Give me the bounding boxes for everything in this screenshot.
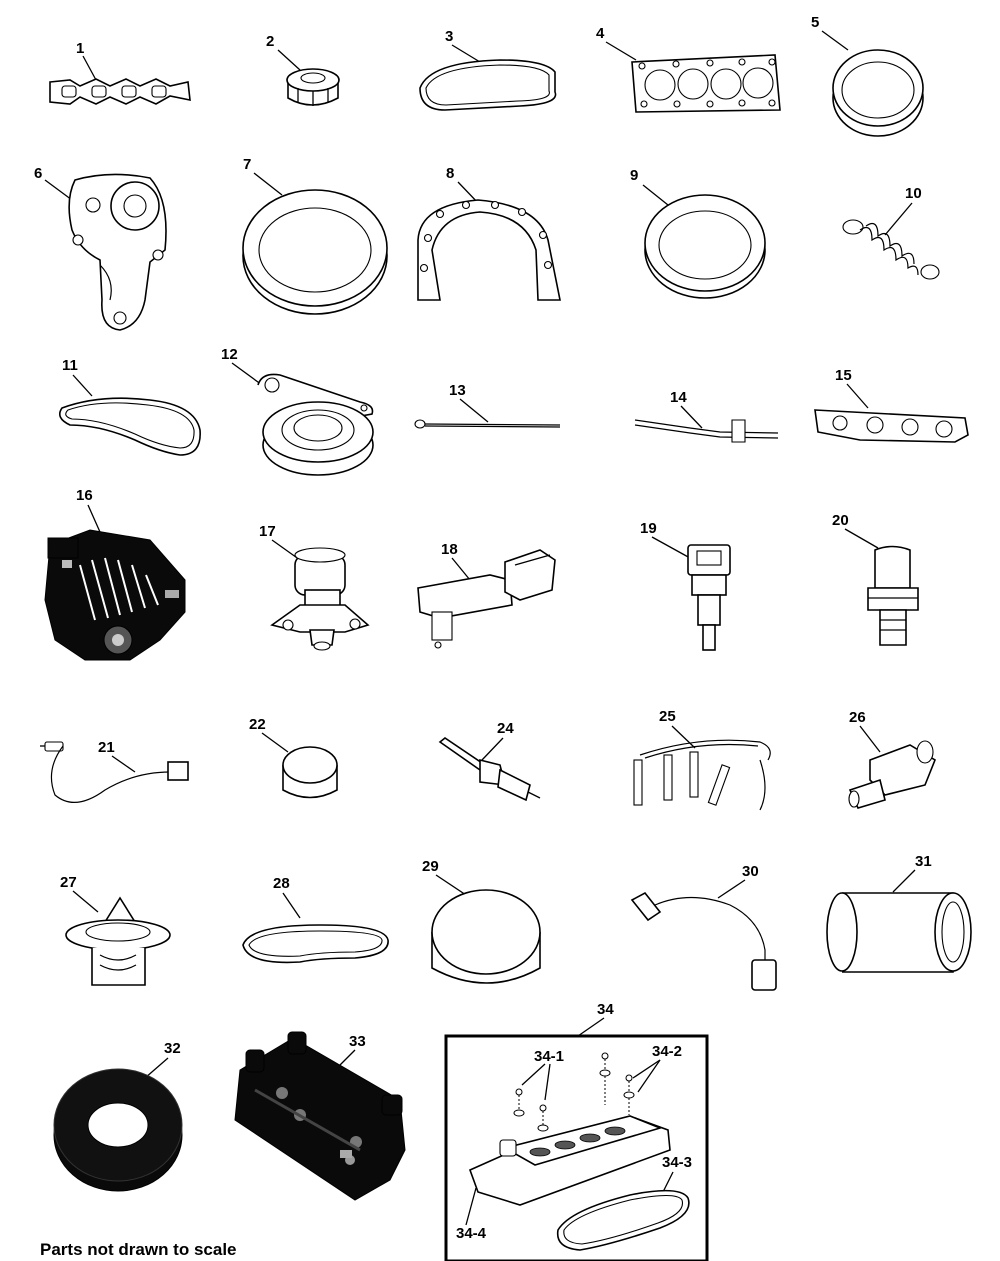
part-31-bushing-sleeve: 31 <box>826 853 972 973</box>
label-32: 32 <box>164 1040 181 1057</box>
part-30-sensor-lead: 30 <box>630 863 777 991</box>
label-25: 25 <box>659 708 676 725</box>
label-6: 6 <box>34 165 42 182</box>
label-27: 27 <box>60 874 77 891</box>
part-18-sensor: 18 <box>417 541 556 649</box>
label-34-1: 34-1 <box>534 1048 564 1065</box>
part-32-oil-seal: 32 <box>53 1040 183 1192</box>
part-14-dipstick-tube: 14 <box>634 389 779 443</box>
label-30: 30 <box>742 863 759 880</box>
part-7-seal-ring: 7 <box>242 156 388 315</box>
part-26-pcv-valve: 26 <box>848 709 936 809</box>
label-11: 11 <box>62 357 78 374</box>
label-14: 14 <box>670 389 687 406</box>
label-3: 3 <box>445 28 453 45</box>
part-33-valve-cover: 33 <box>234 1031 406 1201</box>
part-29-sealing-cap: 29 <box>422 858 541 984</box>
label-8: 8 <box>446 165 454 182</box>
part-34-valve-cover-kit: 34 34-1 34-2 <box>444 1001 709 1261</box>
part-12-belt-tensioner: 12 <box>221 346 374 476</box>
label-17: 17 <box>259 523 276 540</box>
part-16-alternator: 16 <box>44 487 186 661</box>
label-13: 13 <box>449 382 466 399</box>
label-28: 28 <box>273 875 290 892</box>
label-19: 19 <box>640 520 657 537</box>
scale-note: Parts not drawn to scale <box>40 1240 237 1259</box>
part-22-expansion-plug: 22 <box>249 716 338 799</box>
label-26: 26 <box>849 709 866 726</box>
label-34-3: 34-3 <box>662 1154 692 1171</box>
kit-frame <box>444 1034 709 1261</box>
part-17-starter-motor: 17 <box>259 523 370 651</box>
label-1: 1 <box>76 40 84 57</box>
label-5: 5 <box>811 14 819 31</box>
label-34-4: 34-4 <box>456 1225 487 1242</box>
label-24: 24 <box>497 720 514 737</box>
label-29: 29 <box>422 858 439 875</box>
label-4: 4 <box>596 25 605 42</box>
part-5-seal-ring: 5 <box>811 14 924 137</box>
label-10: 10 <box>905 185 922 202</box>
label-22: 22 <box>249 716 266 733</box>
part-1-manifold-gasket: 1 <box>49 40 191 105</box>
part-25-ignition-wire-set: 25 <box>633 708 771 811</box>
label-16: 16 <box>76 487 93 504</box>
label-12: 12 <box>221 346 238 363</box>
label-34: 34 <box>597 1001 614 1018</box>
part-19-temperature-sensor: 19 <box>640 520 731 651</box>
label-31: 31 <box>915 853 932 870</box>
part-27-thermostat: 27 <box>60 874 171 986</box>
part-21-oxygen-sensor: 21 <box>40 739 189 803</box>
label-20: 20 <box>832 512 849 529</box>
label-15: 15 <box>835 367 852 384</box>
part-24-spark-plug: 24 <box>438 720 541 802</box>
label-21: 21 <box>98 739 115 756</box>
part-10-tension-spring: 10 <box>842 185 940 280</box>
part-2-oil-filler-cap: 2 <box>266 33 340 106</box>
label-33: 33 <box>349 1033 366 1050</box>
part-6-water-pump: 6 <box>34 165 167 331</box>
part-3-valve-cover-gasket: 3 <box>419 28 557 111</box>
part-28-drive-belt: 28 <box>242 875 389 964</box>
label-9: 9 <box>630 167 638 184</box>
label-2: 2 <box>266 33 274 50</box>
part-20-pressure-switch: 20 <box>832 512 919 646</box>
part-13-oil-dipstick: 13 <box>414 382 561 429</box>
part-11-timing-belt: 11 <box>59 357 201 456</box>
label-34-2: 34-2 <box>652 1043 682 1060</box>
label-7: 7 <box>243 156 251 173</box>
part-8-rear-seal-gasket: 8 <box>417 165 561 301</box>
label-18: 18 <box>441 541 458 558</box>
part-15-intake-gasket: 15 <box>814 367 969 443</box>
part-4-head-gasket: 4 <box>596 25 781 113</box>
part-9-seal-ring: 9 <box>630 167 766 299</box>
